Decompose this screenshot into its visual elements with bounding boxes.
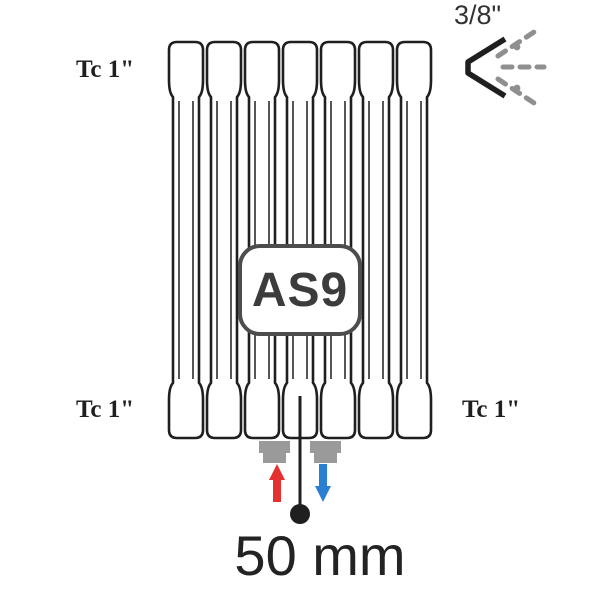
- spray-dot: [513, 84, 521, 92]
- model-badge: AS9: [238, 244, 362, 336]
- spray-ray-down: [495, 76, 540, 108]
- radiator-column: [243, 40, 281, 440]
- black-dot-icon: [290, 504, 310, 524]
- radiator-column: [167, 40, 205, 440]
- right-connection-stub-lower: [314, 452, 337, 463]
- label-tc-top-left: Tc 1": [76, 56, 135, 83]
- radiator-column: [281, 40, 319, 440]
- radiator-column: [357, 40, 395, 440]
- right-connection-stub: [310, 441, 341, 453]
- air-vent-spray-icon: [465, 27, 547, 108]
- bottom-connections: [259, 441, 341, 463]
- spray-ray-up: [495, 27, 540, 59]
- dimension-marker: [290, 396, 310, 524]
- dimension-label: 50 mm: [234, 524, 406, 587]
- vent-nozzle: [465, 36, 507, 99]
- flow-arrows: [269, 464, 331, 502]
- label-tc-bottom-left: Tc 1": [76, 396, 135, 423]
- model-badge-label: AS9: [251, 263, 349, 317]
- label-valve-size: 3/8": [454, 0, 502, 30]
- left-connection-stub-lower: [263, 452, 286, 463]
- radiator-column: [319, 40, 357, 440]
- down-arrow-icon: [315, 464, 331, 502]
- radiator-column: [205, 40, 243, 440]
- radiator-column: [395, 40, 433, 440]
- up-arrow-icon: [269, 464, 285, 502]
- label-tc-bottom-right: Tc 1": [462, 396, 521, 423]
- spray-dot: [513, 43, 521, 51]
- left-connection-stub: [259, 441, 290, 453]
- radiator-columns: [167, 40, 433, 440]
